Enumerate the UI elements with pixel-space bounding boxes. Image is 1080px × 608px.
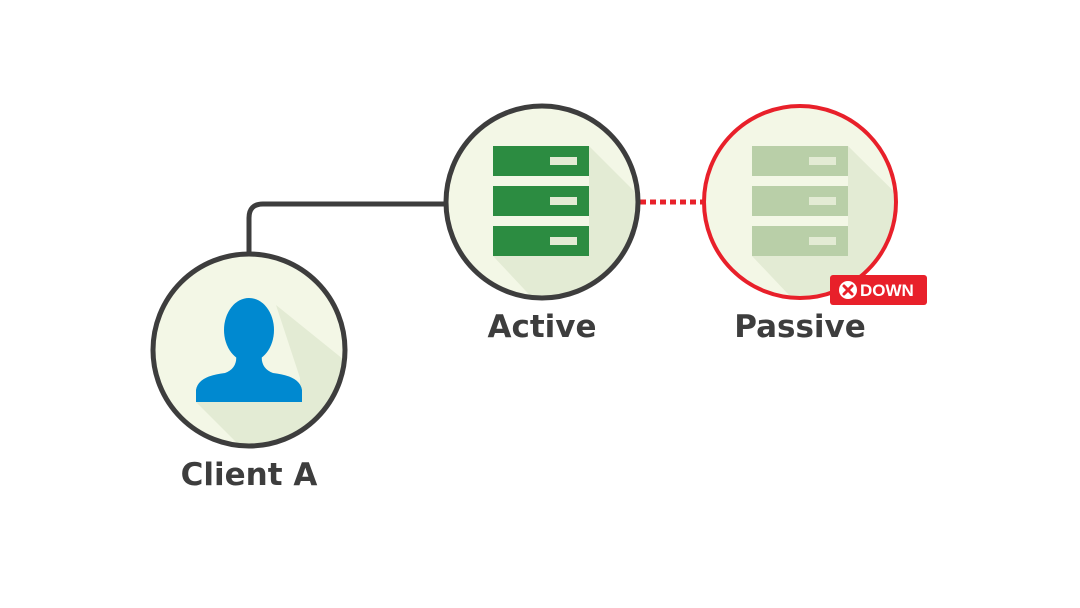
- long-shadow: [752, 146, 895, 297]
- node-client[interactable]: [150, 251, 400, 506]
- node-active[interactable]: [443, 103, 700, 370]
- connector-client-active: [246, 201, 446, 253]
- server-icon: [493, 146, 589, 256]
- long-shadow: [196, 305, 344, 445]
- client-label: Client A: [181, 457, 318, 493]
- server-icon: [752, 146, 848, 256]
- status-badge-text: DOWN: [860, 281, 914, 300]
- node-passive[interactable]: [702, 104, 960, 370]
- close-circle-icon: [839, 281, 857, 299]
- active-label: Active: [487, 309, 596, 345]
- status-badge-down: DOWN: [830, 275, 927, 305]
- passive-label: Passive: [734, 309, 866, 345]
- long-shadow: [493, 146, 637, 297]
- user-icon: [196, 298, 302, 402]
